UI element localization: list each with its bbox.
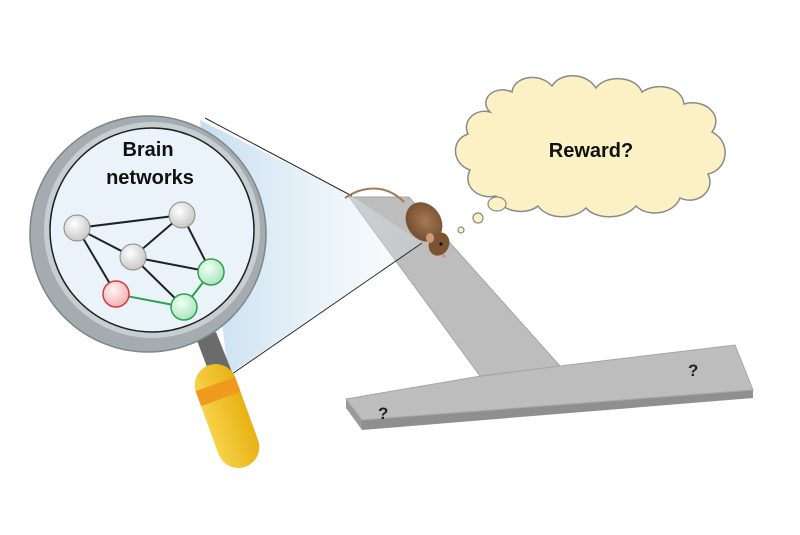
mouse-ear bbox=[426, 233, 434, 243]
magnifier-grip-band bbox=[195, 376, 241, 407]
thought-cloud bbox=[454, 75, 726, 218]
thought-dot-large bbox=[487, 196, 507, 212]
thought-dot-medium bbox=[472, 212, 484, 224]
network-node-green bbox=[197, 258, 225, 286]
lens-label-line2: networks bbox=[106, 167, 194, 189]
magnifier-grip bbox=[194, 363, 260, 469]
network-node-green bbox=[170, 293, 198, 321]
network-node-gray bbox=[119, 243, 147, 271]
network-node-gray bbox=[63, 214, 91, 242]
beam-edge-top bbox=[204, 117, 353, 197]
network-node-gray bbox=[168, 201, 196, 229]
maze-crossbar-side bbox=[362, 390, 753, 430]
maze-left-arm-label: ? bbox=[378, 404, 388, 423]
maze-crossbar-left-end bbox=[346, 399, 362, 430]
magnifier-handle bbox=[194, 332, 260, 469]
t-maze: ? ? bbox=[345, 196, 754, 430]
maze-right-arm-label: ? bbox=[688, 361, 698, 380]
network-edge bbox=[76, 214, 183, 229]
mouse bbox=[344, 187, 450, 258]
mouse-eye bbox=[439, 242, 443, 246]
maze-crossbar-top bbox=[345, 344, 754, 421]
brain-network bbox=[63, 201, 225, 321]
mouse-body bbox=[405, 202, 443, 242]
thought-bubble: Reward? bbox=[454, 75, 726, 234]
network-node-red bbox=[102, 280, 130, 308]
beam-edge-bottom bbox=[231, 242, 423, 375]
magnifying-glass: Brain networks bbox=[29, 115, 267, 469]
thought-text: Reward? bbox=[549, 140, 633, 162]
lens-label-line1: Brain bbox=[122, 139, 173, 161]
mouse-nose bbox=[442, 254, 446, 258]
mouse-tail bbox=[344, 187, 405, 203]
thought-dot-small bbox=[457, 226, 465, 234]
